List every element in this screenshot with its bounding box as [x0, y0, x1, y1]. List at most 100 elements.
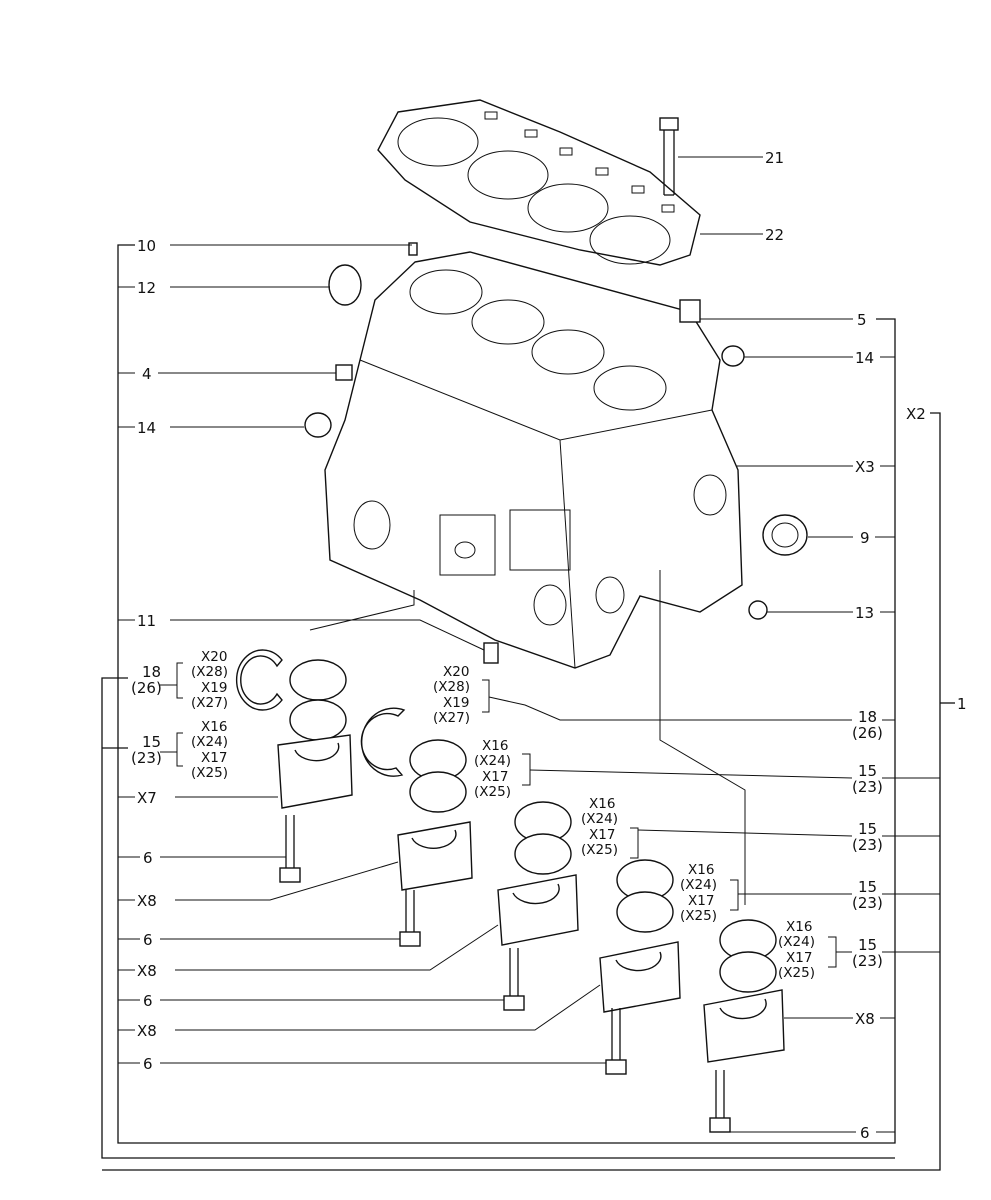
plug-4-part [335, 364, 353, 381]
group-item: (X24) [778, 934, 815, 950]
label-13: 13 [855, 604, 874, 622]
head-bolt-part [659, 117, 679, 196]
label-9: 9 [860, 529, 870, 547]
group-bearing-3: X16 (X24) X17 (X25) [680, 862, 717, 924]
label-11: 11 [137, 612, 156, 630]
label-15-r3: 15 [858, 878, 877, 896]
main-bearing-4-part [719, 919, 777, 993]
label-14-right: 14 [855, 349, 874, 367]
group-item: X19 [201, 680, 227, 696]
label-23-r3: (23) [852, 894, 883, 912]
label-x8-c: X8 [137, 1022, 157, 1040]
label-x8-b: X8 [137, 962, 157, 980]
label-26-left: (26) [131, 679, 162, 697]
label-15-r1: 15 [858, 762, 877, 780]
group-item: X17 [482, 769, 508, 785]
group-bearing-left: X16 (X24) X17 (X25) [191, 719, 228, 781]
dowel-11-part [483, 642, 499, 664]
label-6-d: 6 [143, 1055, 153, 1073]
group-item: (X27) [433, 710, 470, 726]
group-item: (X24) [474, 753, 511, 769]
group-item: (X28) [433, 679, 470, 695]
head-gasket-part [377, 99, 701, 266]
bearing-cap-x8-right-part [703, 989, 785, 1063]
label-1: 1 [957, 695, 967, 713]
label-23-r1: (23) [852, 778, 883, 796]
group-item: (X25) [474, 784, 511, 800]
group-bearing-2: X16 (X24) X17 (X25) [581, 796, 618, 858]
label-23-left: (23) [131, 749, 162, 767]
seal-9-part [762, 514, 808, 556]
group-item: X17 [201, 750, 227, 766]
label-4: 4 [142, 365, 152, 383]
label-6-a: 6 [143, 849, 153, 867]
dowel-10-part [408, 242, 418, 256]
group-bearing-1: X16 (X24) X17 (X25) [474, 738, 511, 800]
label-15-left: 15 [142, 733, 161, 751]
label-x3: X3 [855, 458, 875, 476]
leader-lines [101, 156, 955, 1171]
group-item: (X25) [191, 765, 228, 781]
bearing-cap-x7-part [277, 734, 353, 809]
group-item: X16 [786, 919, 812, 935]
label-15-r2: 15 [858, 820, 877, 838]
callout-labels: 21 22 10 12 4 14 5 14 X2 X3 9 13 11 1 18… [131, 149, 967, 1142]
label-x2: X2 [906, 405, 926, 423]
thrust-washer-center-part [360, 707, 406, 777]
group-item: (X28) [191, 664, 228, 680]
group-thrust-left: X20 (X28) X19 (X27) [191, 649, 228, 711]
group-item: (X25) [778, 965, 815, 981]
group-item: (X27) [191, 695, 228, 711]
group-thrust-center: X20 (X28) X19 (X27) [433, 664, 470, 726]
plug-14-left-part [304, 412, 332, 438]
group-bearing-4: X16 (X24) X17 (X25) [778, 919, 815, 981]
group-item: (X25) [581, 842, 618, 858]
group-item: (X24) [680, 877, 717, 893]
group-item: X16 [589, 796, 615, 812]
group-item: X20 [201, 649, 227, 665]
group-item: X16 [201, 719, 227, 735]
label-x8-right: X8 [855, 1010, 875, 1028]
bearing-cap-x8-a-part [397, 821, 473, 891]
label-18-left: 18 [142, 663, 161, 681]
label-18-right: 18 [858, 708, 877, 726]
plug-14-right-part [721, 345, 745, 367]
label-23-r4: (23) [852, 952, 883, 970]
group-item: X17 [589, 827, 615, 843]
label-15-r4: 15 [858, 936, 877, 954]
group-item: X17 [688, 893, 714, 909]
label-22: 22 [765, 226, 784, 244]
label-10: 10 [137, 237, 156, 255]
group-item: (X25) [680, 908, 717, 924]
group-item: X16 [688, 862, 714, 878]
bearing-cap-x8-c-part [599, 941, 681, 1013]
group-item: X17 [786, 950, 812, 966]
main-bearing-3-part [616, 859, 674, 933]
label-x7: X7 [137, 789, 157, 807]
label-6-c: 6 [143, 992, 153, 1010]
thrust-washer-left-part [235, 649, 283, 711]
cap-bolt-e-part [709, 1070, 731, 1133]
main-bearing-1-part [409, 739, 467, 813]
group-item: X19 [443, 695, 469, 711]
plug-5-part [679, 299, 701, 323]
cap-bolt-b-part [399, 890, 421, 947]
group-item: X20 [443, 664, 469, 680]
label-14-left: 14 [137, 419, 156, 437]
label-12: 12 [137, 279, 156, 297]
group-item: (X24) [191, 734, 228, 750]
cap-bolt-c-part [503, 948, 525, 1011]
cap-bolt-d-part [605, 1008, 627, 1075]
label-6-e: 6 [860, 1124, 870, 1142]
label-26-right: (26) [852, 724, 883, 742]
label-6-b: 6 [143, 931, 153, 949]
cap-bolt-a-part [279, 815, 301, 883]
cylinder-block-part [324, 251, 743, 669]
label-21: 21 [765, 149, 784, 167]
label-5: 5 [857, 311, 867, 329]
bearing-cap-x8-b-part [497, 874, 579, 946]
group-item: (X24) [581, 811, 618, 827]
plug-13-part [748, 600, 768, 620]
plug-12-part [328, 264, 362, 306]
